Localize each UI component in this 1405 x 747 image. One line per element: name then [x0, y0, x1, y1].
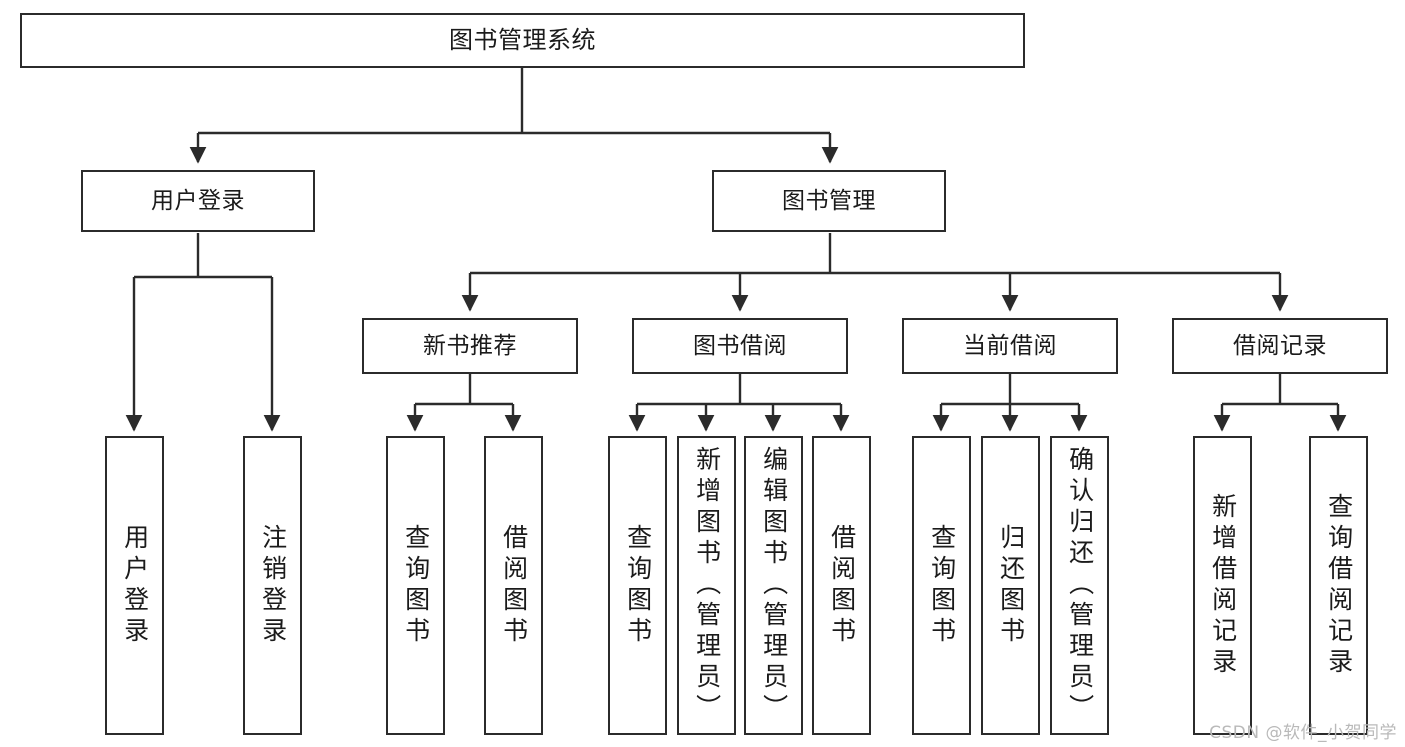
node-user-login[interactable]: 用户登录 — [81, 170, 315, 232]
node-label: 图书管理系统 — [449, 25, 596, 54]
csdn-watermark: CSDN @软件_小贺同学 — [1209, 723, 1397, 743]
node-book-manage[interactable]: 图书管理 — [712, 170, 946, 232]
leaf-user-logout[interactable]: 注销登录 — [243, 436, 302, 735]
node-current-borrow[interactable]: 当前借阅 — [902, 318, 1118, 374]
node-label: 借阅记录 — [1233, 332, 1327, 359]
node-new-book-recommend[interactable]: 新书推荐 — [362, 318, 578, 374]
leaf-record-add-record[interactable]: 新增借阅记录 — [1193, 436, 1252, 735]
node-label: 编辑图书（管理员） — [759, 446, 789, 725]
node-label: 查询图书 — [623, 523, 653, 648]
node-label: 新书推荐 — [423, 332, 517, 359]
node-label: 确认归还（管理员） — [1065, 446, 1095, 725]
node-label: 归还图书 — [996, 523, 1026, 648]
node-label: 当前借阅 — [963, 332, 1057, 359]
node-label: 借阅图书 — [499, 523, 529, 648]
node-label: 查询图书 — [401, 523, 431, 648]
node-label: 注销登录 — [258, 523, 288, 648]
leaf-user-login[interactable]: 用户登录 — [105, 436, 164, 735]
leaf-borrow-borrow-book[interactable]: 借阅图书 — [812, 436, 871, 735]
node-label: 查询借阅记录 — [1324, 492, 1354, 679]
node-book-borrow[interactable]: 图书借阅 — [632, 318, 848, 374]
node-label: 查询图书 — [927, 523, 957, 648]
node-label: 借阅图书 — [827, 523, 857, 648]
node-borrow-record[interactable]: 借阅记录 — [1172, 318, 1388, 374]
leaf-current-confirm-return-admin[interactable]: 确认归还（管理员） — [1050, 436, 1109, 735]
node-label: 用户登录 — [120, 523, 150, 648]
leaf-borrow-add-book-admin[interactable]: 新增图书（管理员） — [677, 436, 736, 735]
node-label: 新增借阅记录 — [1208, 492, 1238, 679]
leaf-record-query-record[interactable]: 查询借阅记录 — [1309, 436, 1368, 735]
node-label: 新增图书（管理员） — [692, 446, 722, 725]
leaf-current-return-book[interactable]: 归还图书 — [981, 436, 1040, 735]
node-label: 用户登录 — [151, 187, 245, 214]
node-label: 图书借阅 — [693, 332, 787, 359]
leaf-current-query-book[interactable]: 查询图书 — [912, 436, 971, 735]
leaf-borrow-edit-book-admin[interactable]: 编辑图书（管理员） — [744, 436, 803, 735]
leaf-recommend-query-book[interactable]: 查询图书 — [386, 436, 445, 735]
node-root-system[interactable]: 图书管理系统 — [20, 13, 1025, 68]
leaf-borrow-query-book[interactable]: 查询图书 — [608, 436, 667, 735]
node-label: 图书管理 — [782, 187, 876, 214]
leaf-recommend-borrow-book[interactable]: 借阅图书 — [484, 436, 543, 735]
